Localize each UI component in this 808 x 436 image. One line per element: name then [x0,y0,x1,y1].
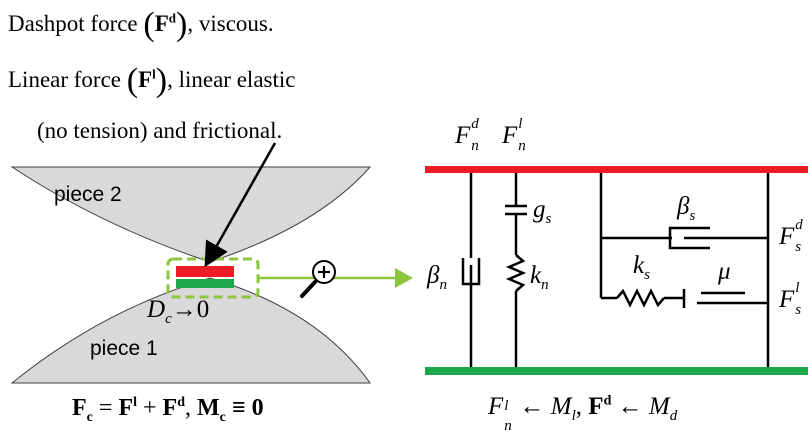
label-beta-s: βs [677,193,696,224]
top-plate-red [425,166,808,173]
label-kn: kn [530,262,549,293]
piece-1-shape [10,277,371,384]
piece-2-label: piece 2 [54,183,122,206]
green-arrow-head [395,268,413,288]
label-gs: gs [533,196,552,227]
no-tension-text: (no tension) and frictional. [37,118,283,143]
contact-red-bar [176,266,234,277]
piece-2-shape [10,166,372,263]
force-balance-equation: Fc = Fl + Fd, Mc ≡ 0 [72,395,264,425]
bottom-plate-green [425,367,808,375]
gap-label: Dc→0 [147,296,210,327]
normal-spring-branch [505,173,527,367]
label-mu: μ [718,258,731,285]
magnifier-plus-icon [300,260,336,298]
linear-force-text: Linear force (Fl), linear elastic [8,62,296,99]
shear-branch [599,173,770,367]
label-ks: ks [633,252,650,283]
label-beta-n: βn [427,262,447,293]
normal-dashpot [461,173,481,367]
dashpot-force-text: Dashpot force (Fd), viscous. [8,6,274,43]
contact-green-bar [176,279,234,288]
piece-1-label: piece 1 [90,337,158,360]
pointer-arrow [204,142,277,268]
